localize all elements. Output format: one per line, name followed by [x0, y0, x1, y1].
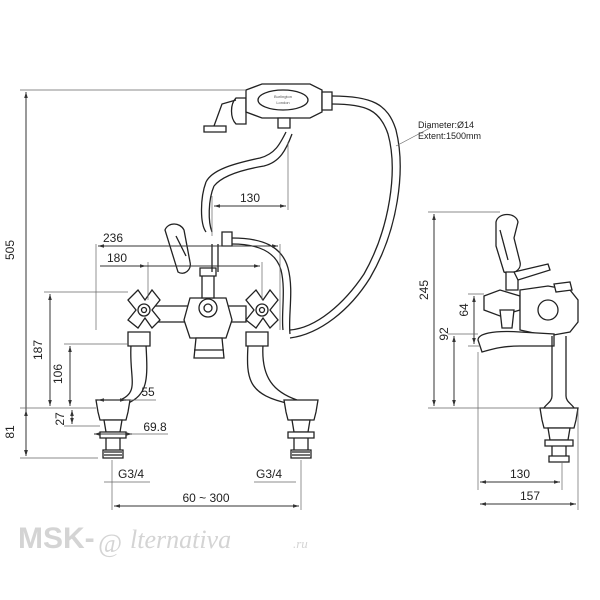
dim-side-64: 64 [457, 303, 471, 317]
right-leg [246, 344, 298, 405]
watermark: MSK- @ lternativa .ru [18, 522, 308, 558]
left-riser-collar [127, 331, 151, 347]
handset-neck [230, 97, 247, 125]
left-cross-handle [127, 288, 161, 330]
shower-riser [211, 244, 219, 272]
right-riser-collar [245, 331, 269, 347]
right-cross-handle [245, 288, 279, 330]
shower-head [203, 125, 227, 133]
side-spout [477, 330, 555, 353]
watermark-suffix: lternativa [130, 525, 231, 554]
hose-extent: Extent:1500mm [418, 131, 481, 141]
dim-width-55: 55 [141, 385, 155, 399]
center-body [183, 267, 233, 359]
side-dimensions: 245 64 92 130 157 [417, 211, 579, 510]
side-view [477, 213, 579, 463]
thread-right: G3/4 [256, 467, 282, 481]
dim-side-245: 245 [417, 280, 431, 300]
front-view: Burlington London [95, 83, 401, 459]
thread-left: G3/4 [118, 467, 144, 481]
dim-width-180: 180 [107, 251, 127, 265]
handset-brand-line2: London [276, 100, 289, 105]
dim-height-27: 27 [53, 412, 67, 426]
left-leg [119, 344, 148, 405]
dim-centers: 60 ~ 300 [182, 491, 229, 505]
side-foot [539, 407, 579, 463]
dim-side-92: 92 [437, 327, 451, 341]
dim-total-height: 505 [3, 240, 17, 260]
diverter-lever [164, 223, 191, 274]
watermark-tld: .ru [293, 536, 308, 551]
dim-side-130: 130 [510, 467, 530, 481]
cradle-arm [200, 181, 215, 233]
dim-height-187: 187 [31, 340, 45, 360]
dim-side-157: 157 [520, 489, 540, 503]
side-body [519, 285, 579, 337]
dim-width-698: 69.8 [143, 420, 167, 434]
front-dimensions: 505 81 187 106 27 236 180 130 55 [3, 89, 481, 510]
watermark-prefix: MSK- [18, 522, 95, 555]
side-lever [495, 213, 521, 274]
dim-width-130-top: 130 [240, 191, 260, 205]
handset-handle: Burlington London [245, 83, 333, 129]
hose-diameter: Diameter:Ø14 [418, 120, 474, 130]
side-riser [551, 336, 567, 396]
handset-brand-line1: Burlington [274, 94, 292, 99]
dim-height-106: 106 [51, 364, 65, 384]
watermark-at: @ [98, 529, 122, 558]
left-foot [95, 399, 131, 459]
right-foot [283, 399, 319, 459]
dim-width-236: 236 [103, 231, 123, 245]
riser-collar [221, 231, 233, 247]
shower-hose [289, 95, 401, 339]
dim-bottom-height: 81 [3, 425, 17, 439]
